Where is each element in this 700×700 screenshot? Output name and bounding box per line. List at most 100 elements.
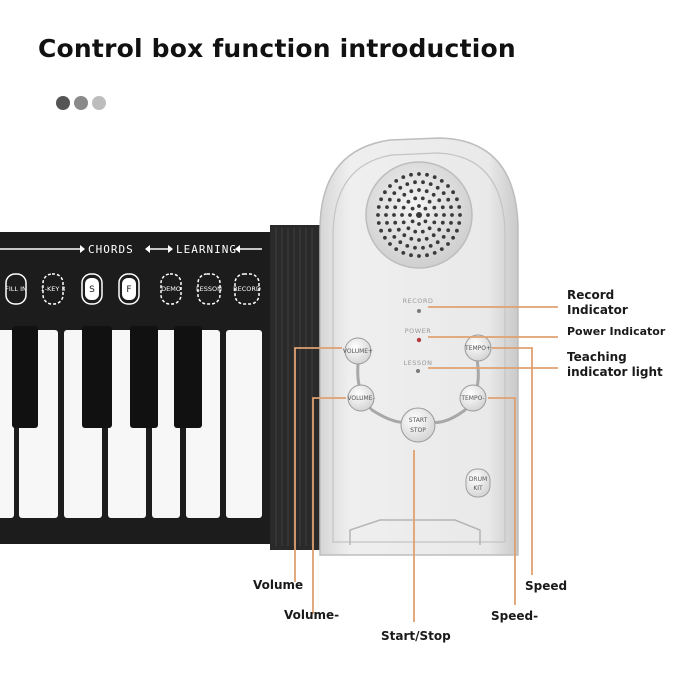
keyboard-buttons: FILL IN 1-KEY 3 S F DEMO LE bbox=[5, 273, 261, 305]
speaker-hole bbox=[385, 205, 389, 210]
speed-up-button[interactable]: TEMPO+ bbox=[464, 334, 492, 362]
white-key bbox=[226, 330, 262, 518]
keyboard-button-label: S bbox=[89, 285, 95, 295]
speaker-hole bbox=[421, 180, 425, 185]
power-led bbox=[416, 337, 422, 343]
speed-minus-label: Speed- bbox=[491, 609, 538, 623]
start-stop-label: Start/Stop bbox=[381, 629, 451, 643]
start-stop-button[interactable]: START STOP bbox=[400, 407, 436, 443]
volume-down-button[interactable]: VOLUME- bbox=[347, 384, 375, 412]
speaker-hole bbox=[409, 189, 414, 194]
speaker-hole bbox=[401, 220, 406, 225]
keyboard-button-label: F bbox=[126, 285, 131, 295]
speaker-hole bbox=[406, 199, 411, 204]
speaker-hole bbox=[387, 197, 392, 202]
speaker-hole bbox=[417, 222, 421, 226]
teaching-indicator-label: Teaching bbox=[567, 350, 627, 364]
speaker-hole bbox=[402, 192, 407, 197]
white-key bbox=[0, 330, 14, 518]
speaker-hole bbox=[408, 213, 412, 217]
speaker-hole bbox=[446, 242, 450, 246]
speaker-hole bbox=[428, 244, 433, 248]
speaker-hole bbox=[437, 227, 442, 232]
keyboard-button-label: RECORD bbox=[233, 285, 261, 293]
pager-dot-3[interactable] bbox=[92, 96, 106, 110]
speaker-hole bbox=[413, 229, 418, 234]
lesson-led-label: LESSON bbox=[404, 359, 433, 367]
control-box-base-trim bbox=[349, 519, 481, 545]
speaker-hole bbox=[410, 206, 415, 211]
speaker-hole bbox=[437, 198, 442, 203]
speaker-hole bbox=[409, 253, 413, 258]
one-key-chord-button[interactable]: 1-KEY 3 bbox=[40, 273, 66, 305]
speaker-hole bbox=[428, 182, 433, 187]
speaker-hole bbox=[427, 226, 432, 231]
keyboard-header: CHORDS LEARNING bbox=[0, 243, 262, 256]
speaker-hole bbox=[392, 191, 397, 196]
pager-dots bbox=[56, 96, 106, 110]
svg-text:DRUM: DRUM bbox=[469, 476, 487, 483]
speaker-hole bbox=[401, 205, 406, 210]
speaker-hole bbox=[401, 175, 406, 180]
pager-dot-2[interactable] bbox=[74, 96, 88, 110]
piano-keys[interactable] bbox=[0, 326, 262, 518]
speaker-hole bbox=[425, 253, 429, 258]
record-indicator-label: Record bbox=[567, 288, 614, 302]
callout-lines bbox=[294, 306, 558, 622]
black-key bbox=[12, 326, 38, 428]
keyboard-button-label: 1-KEY 3 bbox=[40, 285, 65, 293]
speed-label: Speed bbox=[525, 579, 567, 593]
speaker-hole bbox=[449, 221, 453, 225]
speaker-hole bbox=[451, 235, 455, 240]
speaker-hole bbox=[417, 188, 421, 192]
speaker-hole bbox=[392, 213, 396, 217]
speaker-hole bbox=[421, 245, 425, 250]
svg-text:VOLUME+: VOLUME+ bbox=[343, 348, 373, 355]
speaker-hole bbox=[432, 175, 437, 180]
speaker-hole bbox=[426, 213, 430, 217]
speaker-hole bbox=[457, 221, 462, 225]
control-box: RECORD POWER LESSON VOLUME+ VOLUME- TEMP… bbox=[319, 137, 519, 556]
s-button[interactable]: S bbox=[81, 273, 103, 305]
black-key bbox=[82, 326, 112, 428]
black-key bbox=[130, 326, 158, 428]
speaker-hole bbox=[379, 228, 383, 233]
speaker-hole bbox=[455, 197, 459, 202]
speaker-hole bbox=[423, 219, 428, 224]
volume-up-button[interactable]: VOLUME+ bbox=[343, 337, 373, 365]
speaker-hole bbox=[442, 213, 446, 217]
speaker-hole bbox=[434, 213, 438, 217]
speaker-hole bbox=[406, 226, 411, 231]
lesson-button[interactable]: LESSON bbox=[196, 273, 222, 305]
teaching-indicator-label-line2: indicator light bbox=[567, 365, 663, 379]
speaker-hole bbox=[441, 235, 446, 239]
speaker-hole bbox=[405, 182, 410, 187]
speaker-hole bbox=[420, 196, 425, 201]
speaker-hole bbox=[413, 196, 418, 201]
demo-button[interactable]: DEMO bbox=[160, 273, 182, 305]
speaker-hole bbox=[432, 205, 437, 210]
drum-kit-button[interactable]: DRUM KIT bbox=[465, 468, 491, 498]
control-box-shell bbox=[319, 137, 519, 556]
speaker-hole bbox=[440, 220, 445, 225]
f-button[interactable]: F bbox=[118, 273, 140, 305]
pager-dot-1[interactable] bbox=[56, 96, 70, 110]
speaker-hole bbox=[396, 227, 401, 232]
page-title: Control box function introduction bbox=[38, 34, 516, 63]
fill-in-button[interactable]: FILL IN bbox=[5, 273, 27, 305]
record-button[interactable]: RECORD bbox=[233, 273, 261, 305]
speed-down-button[interactable]: TEMPO- bbox=[459, 384, 487, 412]
learning-header: LEARNING bbox=[176, 243, 237, 256]
roll-up-keyboard: CHORDS LEARNING FILL IN 1-KEY 3 S bbox=[0, 225, 322, 550]
white-key bbox=[152, 330, 180, 518]
speaker-hole bbox=[455, 228, 459, 233]
speaker-hole bbox=[449, 205, 453, 210]
svg-text:STOP: STOP bbox=[410, 427, 426, 434]
indicator-lights: RECORD POWER LESSON bbox=[403, 297, 433, 373]
speaker-hole bbox=[379, 197, 383, 202]
speaker-hole bbox=[446, 228, 451, 233]
speaker-hole bbox=[376, 221, 381, 225]
speaker-hole bbox=[402, 233, 407, 238]
lesson-led bbox=[416, 369, 420, 373]
